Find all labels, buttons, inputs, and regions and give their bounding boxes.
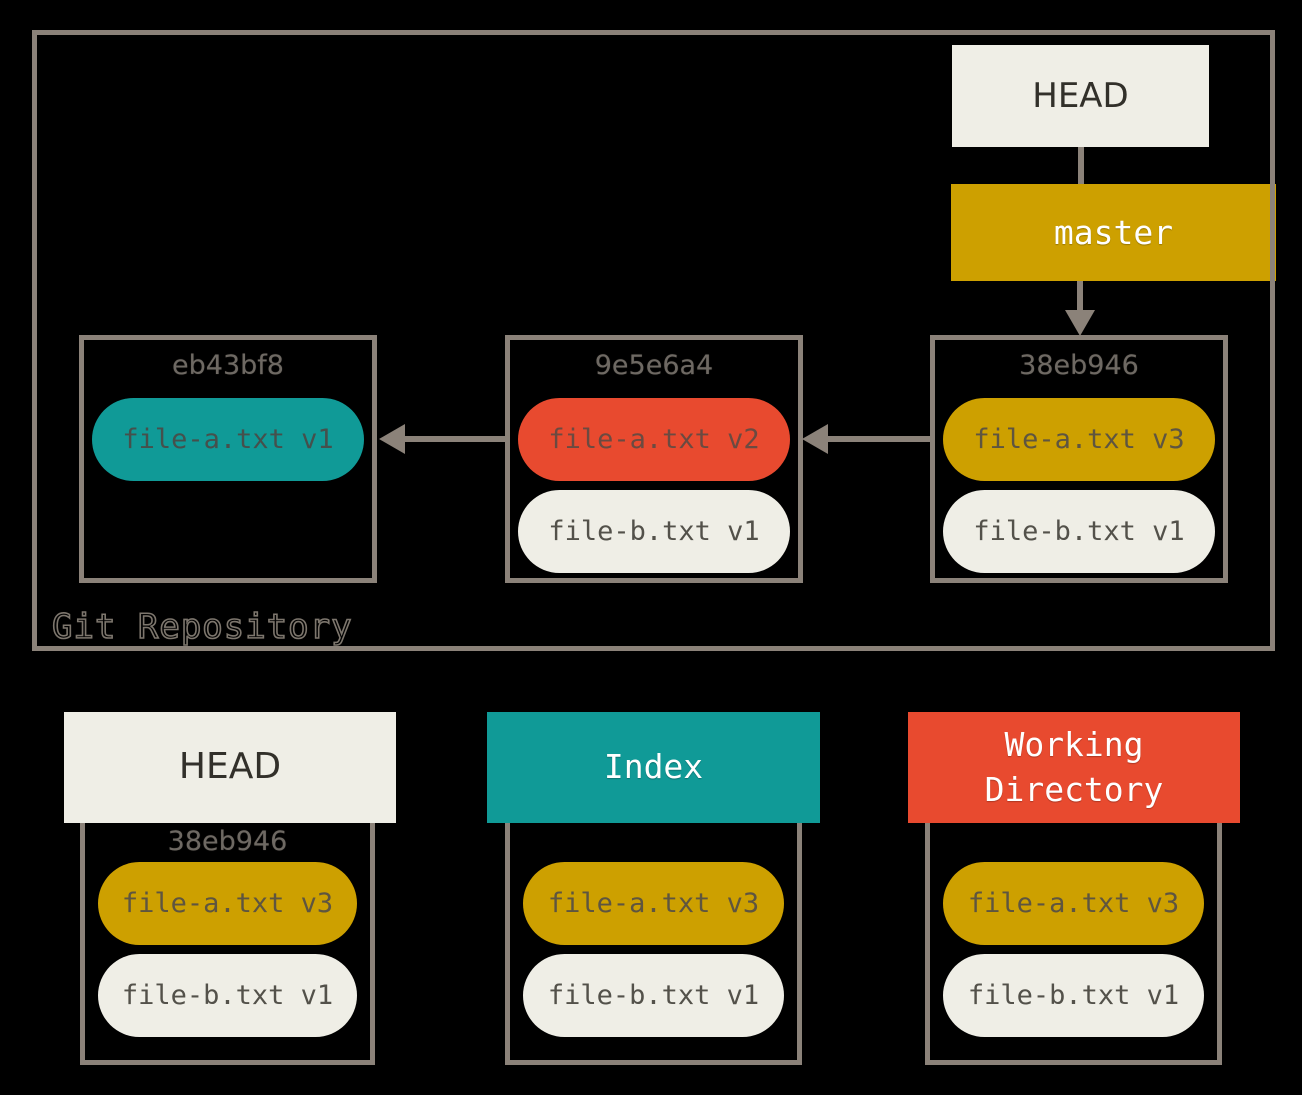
commit-hash: eb43bf8 bbox=[172, 350, 284, 381]
commit-box-eb43bf8: eb43bf8 file-a.txt v1 bbox=[79, 335, 377, 583]
tree-header-working-directory: Working Directory bbox=[908, 712, 1240, 823]
commit-box-9e5e6a4: 9e5e6a4 file-a.txt v2 file-b.txt v1 bbox=[505, 335, 803, 583]
commit-hash: 38eb946 bbox=[1019, 350, 1139, 381]
file-blob-pill: file-b.txt v1 bbox=[943, 954, 1204, 1037]
commit-box-38eb946: 38eb946 file-a.txt v3 file-b.txt v1 bbox=[930, 335, 1228, 583]
head-pointer-label: HEAD bbox=[1032, 76, 1129, 116]
arrow-master-to-commit-head-icon bbox=[1065, 310, 1095, 336]
tree-header-label: HEAD bbox=[178, 746, 282, 788]
tree-box-working-directory: file-a.txt v3 file-b.txt v1 bbox=[925, 823, 1222, 1065]
git-repository-label: Git Repository bbox=[51, 606, 353, 648]
tree-box-head: 38eb946 file-a.txt v3 file-b.txt v1 bbox=[80, 823, 375, 1065]
file-blob-pill: file-a.txt v2 bbox=[518, 398, 790, 481]
file-blob-label: file-a.txt v3 bbox=[547, 888, 760, 919]
tree-header-index: Index bbox=[487, 712, 820, 823]
file-blob-label: file-a.txt v3 bbox=[967, 888, 1180, 919]
commit-hash: 9e5e6a4 bbox=[594, 350, 714, 381]
file-blob-label: file-b.txt v1 bbox=[973, 516, 1185, 547]
branch-master-box: master bbox=[951, 184, 1276, 281]
tree-header-label: Index bbox=[603, 747, 704, 787]
file-blob-label: file-a.txt v1 bbox=[122, 424, 334, 455]
file-blob-pill: file-a.txt v1 bbox=[92, 398, 364, 481]
file-blob-pill: file-b.txt v1 bbox=[518, 490, 790, 573]
file-blob-pill: file-a.txt v3 bbox=[943, 862, 1204, 945]
branch-master-label: master bbox=[1053, 213, 1174, 252]
file-blob-label: file-b.txt v1 bbox=[967, 980, 1180, 1011]
file-blob-label: file-b.txt v1 bbox=[121, 980, 334, 1011]
file-blob-label: file-a.txt v3 bbox=[121, 888, 334, 919]
file-blob-pill: file-a.txt v3 bbox=[943, 398, 1215, 481]
file-blob-pill: file-b.txt v1 bbox=[523, 954, 784, 1037]
file-blob-label: file-a.txt v2 bbox=[548, 424, 760, 455]
tree-header-label: Working Directory bbox=[984, 724, 1164, 809]
file-blob-label: file-a.txt v3 bbox=[973, 424, 1185, 455]
file-blob-pill: file-b.txt v1 bbox=[98, 954, 357, 1037]
file-blob-pill: file-a.txt v3 bbox=[98, 862, 357, 945]
head-pointer-box: HEAD bbox=[952, 45, 1209, 147]
file-blob-label: file-b.txt v1 bbox=[547, 980, 760, 1011]
arrow-master-to-commit-shaft bbox=[1077, 281, 1083, 311]
tree-box-index: file-a.txt v3 file-b.txt v1 bbox=[505, 823, 802, 1065]
file-blob-label: file-b.txt v1 bbox=[548, 516, 760, 547]
connector-head-to-master bbox=[1078, 147, 1084, 184]
arrow-to-parent-shaft bbox=[823, 436, 930, 442]
file-blob-pill: file-b.txt v1 bbox=[943, 490, 1215, 573]
file-blob-pill: file-a.txt v3 bbox=[523, 862, 784, 945]
tree-header-head: HEAD bbox=[64, 712, 396, 823]
arrow-to-parent-shaft bbox=[400, 436, 505, 442]
tree-commit-hash: 38eb946 bbox=[167, 826, 288, 857]
